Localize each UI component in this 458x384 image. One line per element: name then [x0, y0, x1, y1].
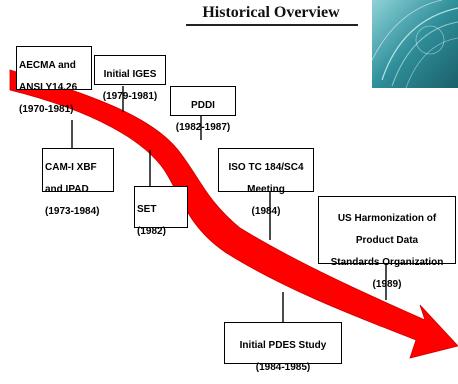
title-underline [186, 24, 358, 26]
milestone-aecma-ansi: AECMA and ANSI Y14.26 (1970-1981) [16, 46, 92, 115]
milestone-cam-i-xbf: CAM-I XBF and IPAD (1973-1984) [42, 148, 114, 217]
milestone-initial-pdes: Initial PDES Study (1984-1985) [224, 322, 342, 373]
page-title: Historical Overview [202, 4, 340, 21]
milestone-line: CAM-I XBF [45, 162, 97, 173]
milestone-line: Standards Organization [330, 257, 444, 268]
timeline-diagram [9, 69, 458, 359]
milestone-line: (1973-1984) [45, 206, 100, 217]
milestone-line: and IPAD [45, 184, 89, 195]
milestone-line: Meeting [247, 184, 285, 195]
corner-decoration-image [372, 0, 458, 88]
milestone-us-harmonization: US Harmonization of Product Data Standar… [318, 196, 456, 290]
milestone-line: ANSI Y14.26 [19, 82, 78, 93]
milestone-line: (1982) [137, 226, 166, 237]
timeline-arrow [9, 69, 458, 359]
milestone-line: (1984-1985) [255, 362, 311, 373]
milestone-line: (1979-1981) [102, 91, 158, 102]
milestone-line: (1970-1981) [19, 104, 74, 115]
milestone-line: ISO TC 184/SC4 [228, 162, 304, 173]
milestone-line: SET [137, 204, 157, 215]
milestone-line: Initial PDES Study [239, 340, 327, 351]
milestone-line: AECMA and [19, 60, 76, 71]
milestone-line: Product Data [355, 235, 419, 246]
milestone-iso-tc184: ISO TC 184/SC4 Meeting (1984) [218, 148, 314, 217]
milestone-pddi: PDDI (1982-1987) [170, 86, 236, 133]
milestone-line: Initial IGES [103, 69, 157, 80]
milestone-line: PDDI [191, 100, 215, 111]
milestone-line: (1984) [251, 206, 281, 217]
milestone-initial-iges: Initial IGES (1979-1981) [94, 55, 166, 102]
milestone-line: (1982-1987) [175, 122, 231, 133]
milestone-set: SET (1982) [134, 186, 188, 237]
milestone-line: US Harmonization of [337, 213, 437, 224]
milestone-line: (1989) [372, 279, 402, 290]
